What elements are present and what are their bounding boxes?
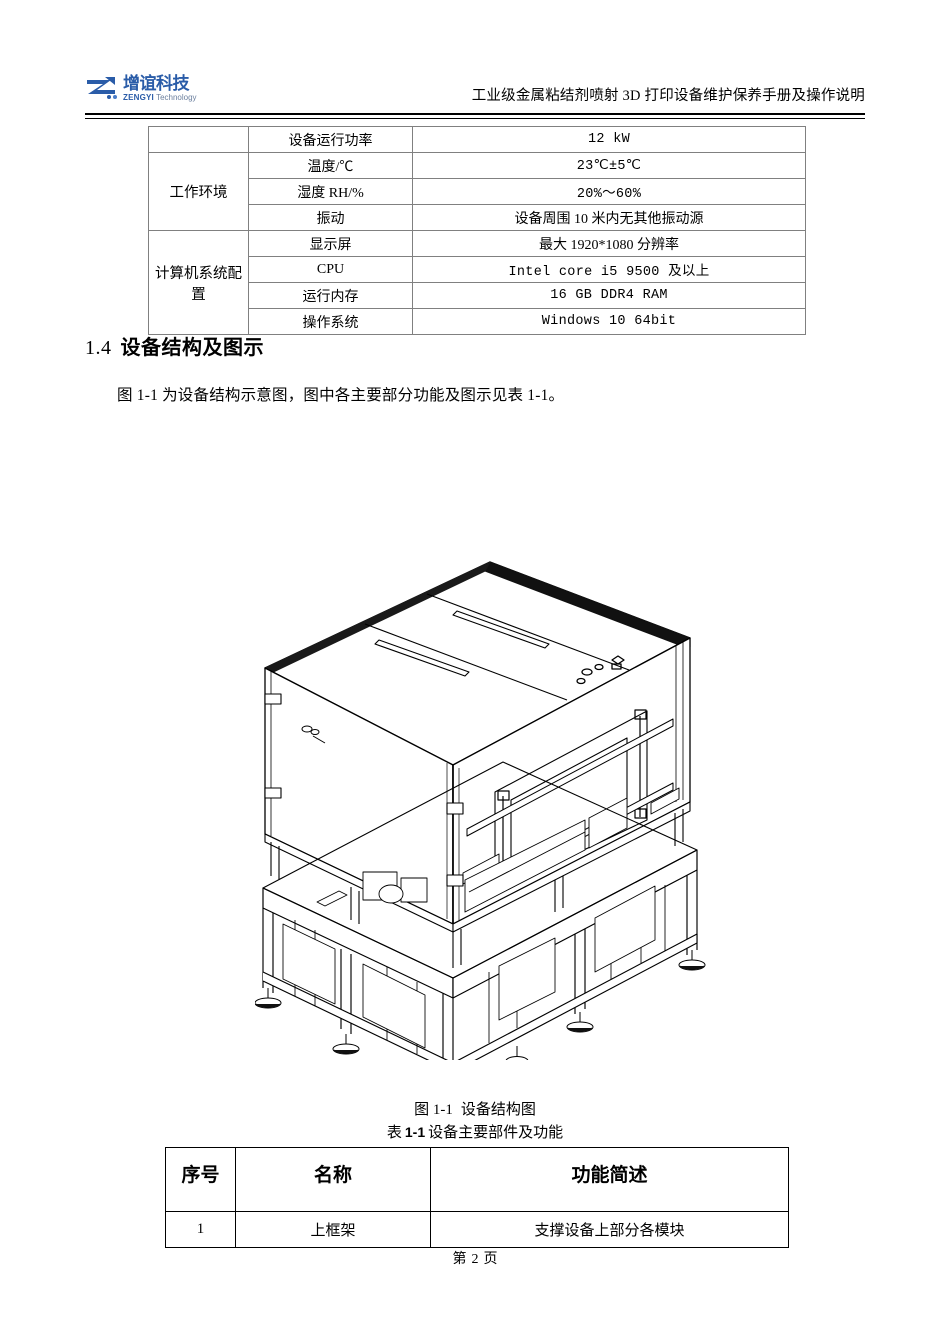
section-title: 设备结构及图示 — [120, 337, 264, 359]
logo-english-bold: ZENGYI — [123, 93, 154, 103]
spec-item-cell: 运行内存 — [248, 282, 413, 309]
spec-item-cell: 振动 — [248, 204, 413, 231]
parts-no-cell: 1 — [165, 1211, 236, 1248]
figure-caption-text: 设备结构图 — [460, 1102, 536, 1118]
logo-wordmark: 增谊科技 ZENGYI Technology — [123, 73, 197, 103]
equipment-structure-figure — [255, 520, 755, 1060]
spec-table-row: 振动设备周围 10 米内无其他振动源 — [149, 204, 806, 231]
spec-group-cell: 计算机系统配置 — [148, 230, 249, 335]
page-header: 增谊科技 ZENGYI Technology 工业级金属粘结剂喷射 3D 打印设… — [85, 62, 865, 119]
spec-value-cell: 16 GB DDR4 RAM — [412, 282, 806, 309]
parts-table-header-cell: 序号 — [165, 1147, 236, 1212]
parts-name-cell: 上框架 — [235, 1211, 431, 1248]
header-rule-thick — [85, 113, 865, 116]
company-logo: 增谊科技 ZENGYI Technology — [85, 70, 210, 108]
parts-table-header-cell: 功能简述 — [430, 1147, 789, 1212]
spec-group-cell — [148, 126, 249, 153]
spec-value-cell: 23℃±5℃ — [412, 152, 806, 179]
figure-caption: 图 1-1 设备结构图 — [0, 1098, 950, 1119]
header-title: 工业级金属粘结剂喷射 3D 打印设备维护保养手册及操作说明 — [471, 88, 865, 104]
spec-item-cell: 显示屏 — [248, 230, 413, 257]
spec-value-cell: 最大 1920*1080 分辨率 — [412, 230, 806, 257]
parts-table-header-row: 序号名称功能简述 — [165, 1147, 789, 1212]
logo-chinese-name: 增谊科技 — [123, 73, 189, 94]
header-rule-thin — [85, 118, 865, 119]
figure-caption-label: 图 1-1 — [414, 1102, 453, 1118]
spec-item-cell: CPU — [248, 256, 413, 283]
logo-english-name: ZENGYI Technology — [123, 94, 197, 102]
parts-desc-cell: 支撑设备上部分各模块 — [430, 1211, 789, 1248]
spec-item-cell: 操作系统 — [248, 308, 413, 335]
footer-suffix: 页 — [483, 1252, 498, 1267]
spec-table-row: 计算机系统配置显示屏最大 1920*1080 分辨率 — [148, 230, 806, 335]
logo-english-light: Technology — [156, 93, 197, 103]
spec-item-cell: 设备运行功率 — [248, 126, 413, 153]
spec-item-cell: 温度/℃ — [248, 152, 413, 179]
table-caption-text: 设备主要部件及功能 — [428, 1125, 564, 1141]
spec-value-cell: 设备周围 10 米内无其他振动源 — [412, 204, 806, 231]
spec-item-cell: 湿度 RH/% — [248, 178, 413, 205]
spec-group-cell: 工作环境 — [148, 152, 249, 231]
section-number: 1.4 — [85, 337, 112, 359]
equipment-structure-illustration — [255, 561, 706, 1060]
section-heading: 1.4 设备结构及图示 — [85, 331, 264, 360]
spec-value-cell: Intel core i5 9500 及以上 — [412, 256, 806, 283]
spec-value-cell: 12 kW — [412, 126, 806, 153]
spec-value-cell: Windows 10 64bit — [412, 308, 806, 335]
parts-table-header-cell: 名称 — [235, 1147, 431, 1212]
table-caption-prefix: 表 — [386, 1125, 402, 1141]
z-logo-icon — [87, 77, 117, 99]
footer-prefix: 第 — [452, 1252, 467, 1267]
spec-table-row: 湿度 RH/%20%～60% — [149, 178, 806, 205]
body-paragraph: 图 1-1 为设备结构示意图，图中各主要部分功能及图示见表 1-1。 — [117, 387, 565, 404]
footer-page-number: 2 — [471, 1252, 479, 1267]
spec-value-cell: 20%～60% — [412, 178, 806, 205]
table-caption-number: 1-1 — [404, 1124, 426, 1140]
parts-table-head: 序号名称功能简述 — [165, 1147, 789, 1212]
